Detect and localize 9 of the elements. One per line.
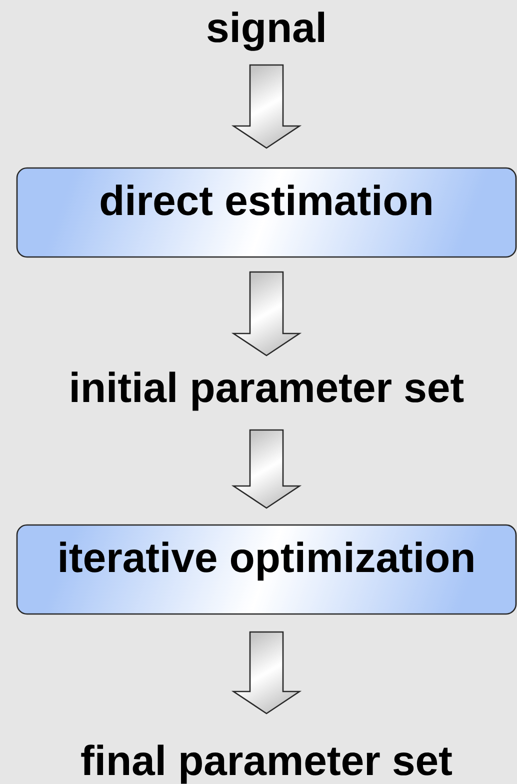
process-box: iterative optimization — [16, 524, 517, 615]
block-arrow — [231, 631, 302, 714]
process-box: direct estimation — [16, 167, 517, 258]
block-arrow — [231, 64, 302, 149]
data-label: initial parameter set — [72, 372, 464, 411]
block-arrow — [231, 429, 302, 509]
data-label: final parameter set — [81, 744, 452, 784]
data-label: signal — [208, 12, 324, 51]
block-arrow — [231, 271, 302, 356]
